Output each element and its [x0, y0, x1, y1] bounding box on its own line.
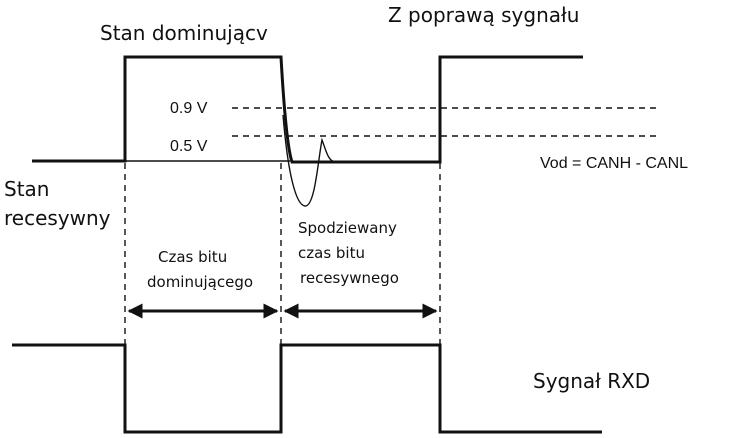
expected-recessive-label-line1: Spodziewany: [298, 219, 397, 237]
threshold-0-9v-label: 0.9 V: [170, 100, 208, 117]
dominant-bit-time-label-line1: Czas bitu: [158, 248, 227, 266]
expected-recessive-label-line2: czas bitu: [298, 244, 365, 262]
threshold-0-5v-label: 0.5 V: [170, 138, 208, 155]
dominant-bit-time-label-line2: dominującego: [147, 273, 253, 291]
rxd-waveform: [12, 343, 602, 434]
recessive-state-label-line1: Stan: [4, 177, 49, 201]
expected-recessive-label-line3: recesywnego: [300, 269, 399, 287]
recessive-state-label-line2: recesywny: [4, 206, 111, 230]
dominant-state-label: Stan dominującv: [100, 21, 268, 45]
vod-waveform: [32, 55, 583, 164]
signal-correction-label: Z poprawą sygnału: [388, 3, 579, 27]
vod-formula-label: Vod = CANH - CANL: [540, 155, 688, 172]
signal-ringing-waveform: [282, 114, 337, 207]
rxd-signal-label: Sygnał RXD: [533, 369, 650, 393]
